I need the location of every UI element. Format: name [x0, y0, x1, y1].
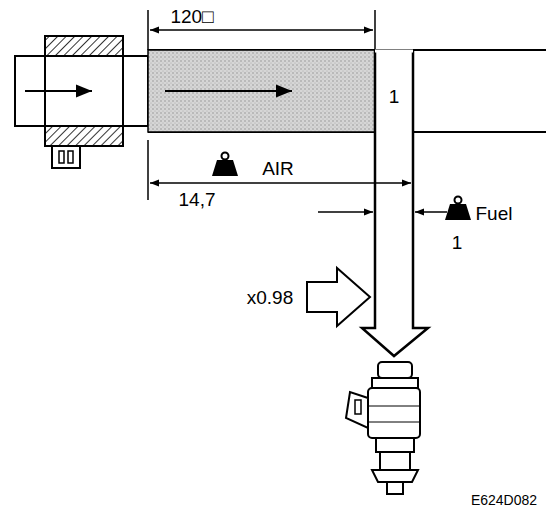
factor-label: x0.98 [247, 288, 293, 307]
mass-label: AIR [262, 159, 294, 178]
air-duct [15, 50, 546, 132]
dimension-value: 14,7 [179, 190, 216, 209]
weight-icon [445, 197, 471, 221]
dimension-value: 120□ [170, 7, 213, 26]
air-flow-sensor [45, 36, 123, 168]
dimension-line [148, 140, 447, 212]
flow-arrow [165, 90, 292, 92]
mass-label: Fuel [476, 204, 513, 223]
dimension-value: 1 [452, 233, 463, 252]
callout-number: 1 [389, 87, 400, 106]
flow-arrow [25, 90, 92, 92]
factor-arrow [307, 268, 370, 326]
air-mass [148, 50, 375, 132]
figure-id: E624D082 [471, 493, 537, 507]
fuel-flow-arrow [362, 50, 428, 356]
weight-icon [212, 153, 238, 177]
fuel-injector [346, 362, 420, 494]
